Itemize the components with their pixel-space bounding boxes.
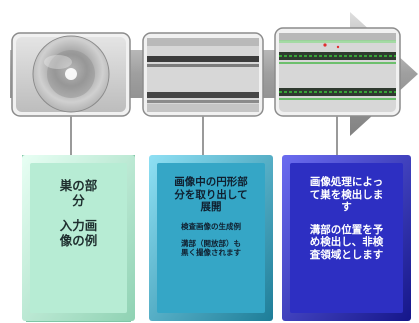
box3-text: 画像処理によっ て巣を検出しま す 溝部の位置を予 め検出し、非検 査領域としま… — [290, 176, 403, 262]
box2-note1: 検査画像の生成例 — [181, 221, 241, 231]
box3-line6: 査領域とします — [309, 248, 384, 261]
box2-line2: 分を取り出して — [174, 188, 248, 201]
box2-note2-line1: 溝部（開放部）も — [181, 238, 241, 248]
unrolled-image-panel — [142, 32, 264, 117]
connector-lines — [70, 116, 338, 155]
box2-text: 画像中の円形部 分を取り出して 展開 検査画像の生成例 溝部（開放部）も 黒く撮… — [157, 176, 265, 257]
box1-line1: 巣の部 — [59, 178, 98, 193]
box3-line3: す — [341, 201, 352, 214]
box-input-image — [22, 155, 135, 322]
input-image-panel — [11, 32, 131, 117]
box-processing — [282, 155, 411, 321]
box2-note2-line2: 黒く撮像されます — [181, 247, 241, 257]
box3-line2: て巣を検出しま — [309, 188, 384, 201]
box1-line4: 像の例 — [59, 233, 98, 248]
box1-line3: 入力画 — [59, 218, 98, 233]
box1-line2: 分 — [72, 193, 85, 208]
box1-text: 巣の部 分 入力画 像の例 — [30, 178, 127, 248]
processed-image-panel — [274, 27, 401, 117]
box-unrolled-image — [149, 155, 273, 321]
box2-line1: 画像中の円形部 — [174, 176, 248, 188]
box3-line4: 溝部の位置を予 — [309, 223, 384, 236]
box3-line1: 画像処理によっ — [309, 176, 384, 188]
box2-line3: 展開 — [200, 201, 222, 214]
box3-line5: め検出し、非検 — [309, 236, 384, 249]
